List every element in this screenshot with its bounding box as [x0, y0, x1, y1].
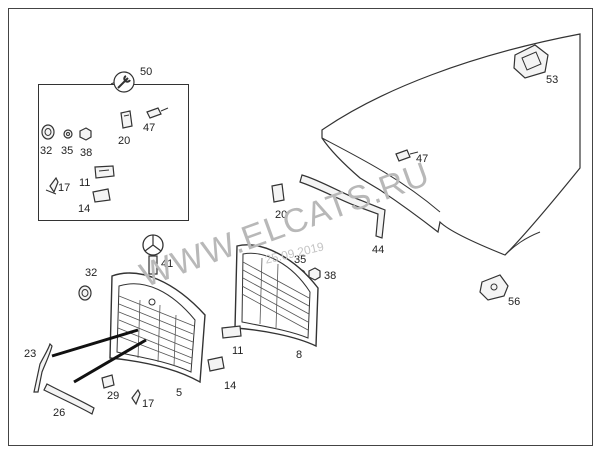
callout-53: 53 [546, 74, 558, 86]
callout-20b: 20 [275, 209, 287, 221]
callout-41: 41 [161, 258, 173, 270]
callout-11a: 11 [79, 177, 90, 189]
part-20-clip [271, 183, 285, 203]
part-29-clip [101, 374, 115, 389]
callout-50: 50 [140, 66, 152, 78]
callout-32a: 32 [40, 145, 52, 157]
callout-38b: 38 [324, 270, 336, 282]
callout-5: 5 [176, 387, 182, 399]
part-35-washer-inset [63, 129, 73, 139]
part-hood [321, 33, 581, 256]
callout-8: 8 [296, 349, 302, 361]
part-17-screw-inset [45, 176, 59, 195]
diagram-frame [8, 8, 593, 446]
part-53-bracket [513, 44, 549, 79]
part-47-screw-inset [146, 107, 169, 119]
part-14-clip-inset [92, 188, 111, 203]
part-32-clip-inset [41, 124, 55, 140]
part-47-screw [395, 149, 419, 162]
part-44-seal-strip [299, 174, 386, 239]
inset-box [38, 84, 189, 221]
part-56-latch [479, 274, 509, 301]
wrench-icon [113, 71, 135, 93]
part-38-nut-inset [79, 127, 92, 141]
part-11-clip-inset [94, 165, 115, 179]
callout-20a: 20 [118, 135, 130, 147]
part-11-clip [221, 325, 242, 339]
callout-38a: 38 [80, 147, 92, 159]
callout-32b: 32 [85, 267, 97, 279]
part-32-clip [78, 285, 92, 301]
part-20-clip-inset [120, 110, 133, 129]
callout-44: 44 [372, 244, 384, 256]
callout-26: 26 [53, 407, 65, 419]
part-17-screw [131, 388, 141, 406]
part-8-grille-frame [234, 244, 319, 348]
callout-47a: 47 [143, 122, 155, 134]
callout-14a: 14 [78, 203, 90, 215]
callout-29: 29 [107, 390, 119, 402]
part-23-trim-strip [33, 342, 53, 393]
callout-23: 23 [24, 348, 36, 360]
part-41-star-emblem [142, 234, 164, 275]
callout-17a: 17 [58, 182, 70, 194]
callout-47b: 47 [416, 153, 428, 165]
callout-11b: 11 [232, 345, 243, 357]
callout-35b: 35 [294, 254, 306, 266]
part-26-lower-trim [43, 383, 95, 415]
callout-14b: 14 [224, 380, 236, 392]
part-5-radiator-grille [109, 272, 206, 384]
callout-56: 56 [508, 296, 520, 308]
pointer-arrows [51, 328, 147, 384]
part-14-clip [207, 356, 225, 372]
callout-35a: 35 [61, 145, 73, 157]
callout-17b: 17 [142, 398, 154, 410]
